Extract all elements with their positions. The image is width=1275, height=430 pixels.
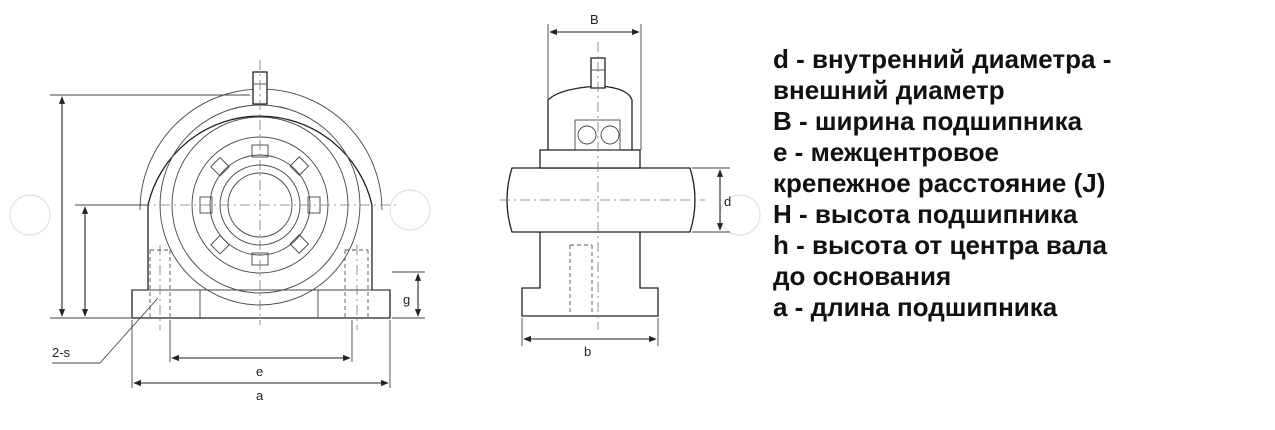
watermark (9, 189, 761, 236)
label-b: b (584, 344, 591, 359)
legend-line-h: h - высота от центра вала (773, 230, 1108, 260)
label-g: g (403, 292, 410, 307)
label-e: e (256, 364, 263, 379)
front-view-dimensions: g e a 2-s (50, 94, 425, 403)
side-view-dimensions: B d b (521, 12, 731, 359)
label-B: B (590, 12, 599, 27)
legend-line-d: d - внутренний диаметра - (773, 44, 1112, 74)
legend-line-H: H - высота подшипника (773, 199, 1078, 229)
label-a: a (256, 388, 264, 403)
legend-line-e: e - межцентровое (773, 137, 999, 167)
label-2-s: 2-s (52, 345, 71, 360)
dimension-legend: d - внутренний диаметра - внешний диамет… (773, 44, 1268, 323)
legend-line-B: B - ширина подшипника (773, 106, 1083, 136)
front-view (120, 60, 400, 330)
legend-line-a: a - длина подшипника (773, 292, 1058, 322)
legend-line-d-cont: внешний диаметр (773, 75, 1005, 105)
side-view (500, 42, 705, 330)
legend-line-e-cont: крепежное расстояние (J) (773, 168, 1106, 198)
legend-line-h-cont: до основания (773, 261, 952, 291)
label-d: d (724, 194, 731, 209)
